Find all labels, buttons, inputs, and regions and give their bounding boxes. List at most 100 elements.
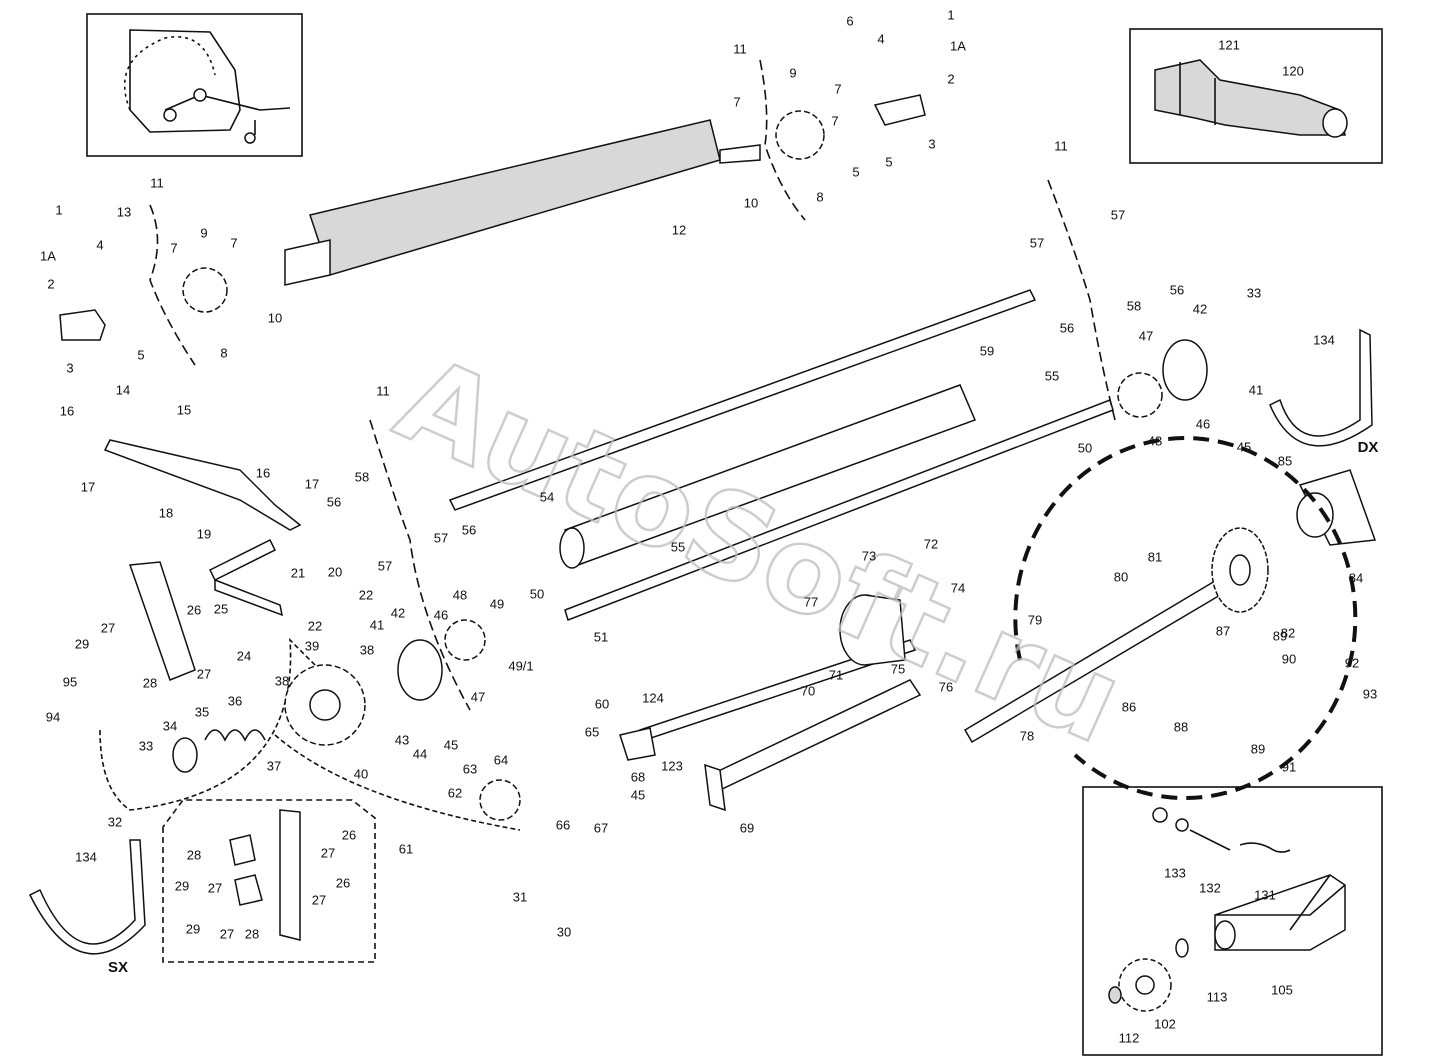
callout-22-89: 22 (359, 587, 373, 602)
sprocket-48 (444, 619, 486, 661)
callout-28-96: 28 (143, 675, 157, 690)
callout-4-2: 4 (877, 31, 884, 46)
shaft-59 (448, 289, 1037, 511)
callout-7-25: 7 (230, 235, 237, 250)
callout-41-42: 41 (1249, 382, 1263, 397)
callout-14-51: 14 (116, 382, 130, 397)
callout-5-6: 5 (885, 154, 892, 169)
callout-73-67: 73 (862, 548, 876, 563)
callout-34-115: 34 (163, 718, 177, 733)
callout-81-70: 81 (1148, 549, 1162, 564)
callout-84-50: 84 (1349, 570, 1363, 585)
inset-bottom-right (1082, 786, 1383, 1056)
callout-44-117: 44 (413, 746, 427, 761)
callout-17-55: 17 (81, 479, 95, 494)
callout-3-5: 3 (928, 136, 935, 151)
callout-46-44: 46 (1196, 416, 1210, 431)
callout-91-82: 91 (1282, 759, 1296, 774)
callout-58-35: 58 (1127, 298, 1141, 313)
callout-7-14: 7 (733, 94, 740, 109)
callout-68-127: 68 (631, 769, 645, 784)
callout-45-118: 45 (444, 737, 458, 752)
callout-57-32: 57 (1111, 207, 1125, 222)
callout-33-38: 33 (1247, 285, 1261, 300)
callout-26-137: 26 (342, 827, 356, 842)
callout-49-1-110: 49/1 (508, 658, 533, 673)
callout-134-156: 134 (75, 849, 97, 864)
callout-3-30: 3 (66, 360, 73, 375)
callout-10-12: 10 (744, 195, 758, 210)
callout-25-91: 25 (214, 601, 228, 616)
callout-11-31: 11 (1054, 138, 1068, 153)
callout-65-120: 65 (585, 724, 599, 739)
shaft-69 (704, 679, 922, 812)
callout-55-43: 55 (1045, 368, 1059, 383)
callout-27-139: 27 (321, 845, 335, 860)
callout-62-131: 62 (448, 785, 462, 800)
callout-82-73: 82 (1281, 625, 1295, 640)
callout-38-109: 38 (360, 642, 374, 657)
callout-47-40: 47 (1139, 328, 1153, 343)
callout-10-27: 10 (268, 310, 282, 325)
callout-50-106: 50 (530, 586, 544, 601)
callout-41-102: 41 (370, 617, 384, 632)
callout-45-128: 45 (631, 787, 645, 802)
callout-28-146: 28 (245, 926, 259, 941)
callout-46-103: 46 (434, 607, 448, 622)
callout-7-9: 7 (831, 113, 838, 128)
callout-70-130: 70 (801, 683, 815, 698)
sprocket-48-right (1117, 372, 1163, 418)
callout-48-104: 48 (453, 587, 467, 602)
callout-19-86: 19 (197, 526, 211, 541)
spring-35 (204, 729, 266, 742)
callout-56-36: 56 (1060, 320, 1074, 335)
sprocket-39 (284, 664, 366, 746)
callout-7-8: 7 (834, 81, 841, 96)
callout-56-34: 56 (1170, 282, 1184, 297)
callout-57-62: 57 (434, 530, 448, 545)
callout-79-72: 79 (1028, 612, 1042, 627)
callout-113-153: 113 (1207, 989, 1228, 1004)
callout-88-80: 88 (1174, 719, 1188, 734)
callout-92-78: 92 (1345, 655, 1359, 670)
band-134-right (1269, 328, 1373, 447)
callout-27-143: 27 (312, 892, 326, 907)
callout-78-83: 78 (1020, 728, 1034, 743)
callout-35-114: 35 (195, 704, 209, 719)
callout-95-98: 95 (63, 674, 77, 689)
callout-102-154: 102 (1154, 1016, 1176, 1031)
callout-1A-21: 1A (40, 248, 56, 263)
bracket-27 (128, 561, 196, 681)
callout-71-129: 71 (829, 667, 843, 682)
inset-top-left (86, 13, 303, 157)
callout-6-3: 6 (846, 13, 853, 28)
sprocket-9-left (182, 267, 228, 313)
callout-11-53: 11 (376, 383, 390, 398)
callout-40-123: 40 (354, 766, 368, 781)
callout-7-24: 7 (170, 240, 177, 255)
callout-12-15: 12 (672, 222, 686, 237)
callout-64-124: 64 (494, 752, 508, 767)
callout-57-33: 57 (1030, 235, 1044, 250)
callout-27-141: 27 (208, 880, 222, 895)
callout-18-56: 18 (159, 505, 173, 520)
side-label-right: DX (1358, 439, 1379, 456)
callout-9-23: 9 (200, 225, 207, 240)
callout-39-100: 39 (305, 638, 319, 653)
gear-82 (1211, 527, 1269, 613)
callout-8-10: 8 (816, 189, 823, 204)
callout-26-90: 26 (187, 602, 201, 617)
callout-87-74: 87 (1216, 623, 1230, 638)
callout-94-99: 94 (46, 709, 60, 724)
block-2-top (873, 94, 926, 126)
callout-33-121: 33 (139, 738, 153, 753)
callout-27-93: 27 (101, 620, 115, 635)
chain-32 (99, 637, 331, 811)
callout-123-126: 123 (661, 758, 683, 773)
chain-61 (274, 734, 521, 831)
callout-58-59: 58 (355, 469, 369, 484)
chain-right (1047, 179, 1116, 421)
callout-54-64: 54 (540, 489, 554, 504)
callout-85-49: 85 (1278, 453, 1292, 468)
callout-60-112: 60 (595, 696, 609, 711)
